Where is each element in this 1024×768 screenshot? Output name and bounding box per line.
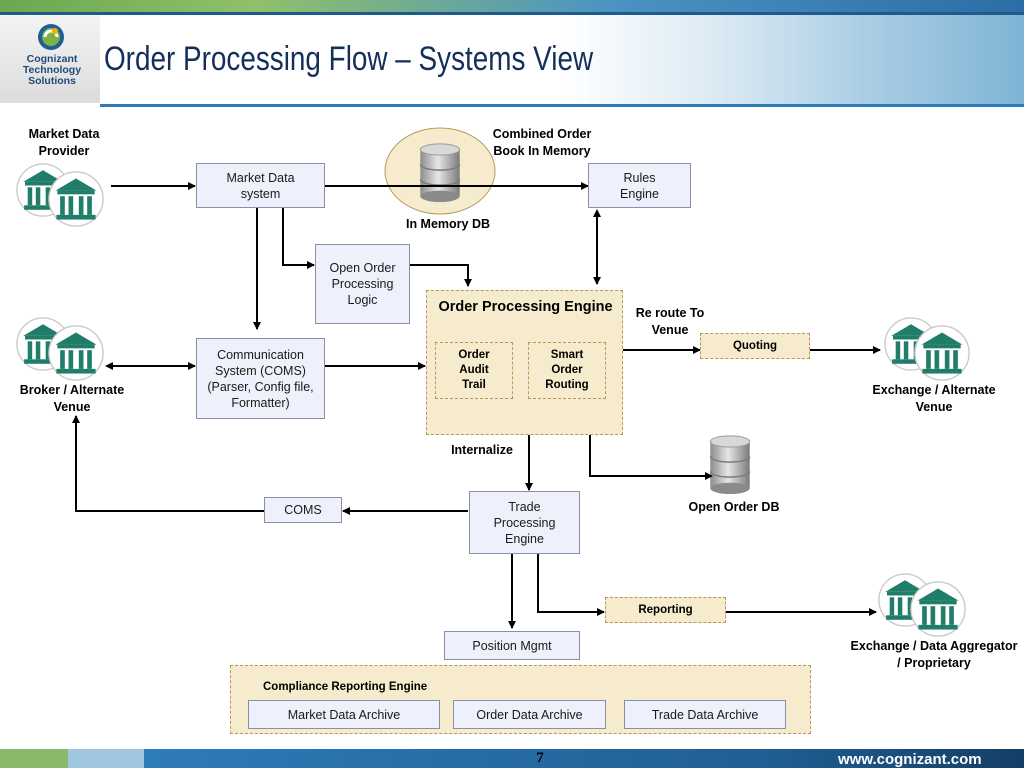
arrow-open-order-to-ope [410, 264, 472, 287]
position-mgmt-box: Position Mgmt [444, 631, 580, 660]
coms-short-box: COMS [264, 497, 342, 523]
rules-engine-box: Rules Engine [588, 163, 691, 208]
order-data-archive-label: Order Data Archive [476, 707, 583, 722]
order-audit-trail-label: Order Audit Trail [458, 349, 490, 391]
slide-title: Order Processing Flow – Systems View [104, 40, 594, 78]
footer-accent-green [0, 749, 68, 768]
trade-data-archive-label: Trade Data Archive [651, 707, 759, 722]
position-mgmt-label: Position Mgmt [472, 638, 552, 653]
footer-url: www.cognizant.com [838, 751, 982, 768]
quoting-label: Quoting [732, 339, 778, 352]
order-data-archive-box: Order Data Archive [453, 700, 606, 729]
bank-building-icon [914, 325, 970, 381]
header-top-rule [0, 12, 1024, 15]
arrow-coms-to-broker [72, 415, 264, 512]
logo-line: Technology [22, 64, 82, 76]
page-number: 7 [536, 750, 544, 766]
trade-processing-engine-label: Trade Processing Engine [493, 499, 556, 546]
exchange-venue-label: Exchange / Alternate Venue [872, 383, 996, 414]
reporting-box: Reporting [605, 597, 726, 623]
footer-bar [144, 749, 1024, 768]
coms-label: Communication System (COMS) (Parser, Con… [207, 347, 314, 410]
reroute-label: Re route To Venue [635, 306, 705, 337]
header-top-strip [0, 0, 1024, 12]
trade-processing-engine-box: Trade Processing Engine [469, 491, 580, 554]
bank-building-icon [910, 581, 966, 637]
quoting-box: Quoting [700, 333, 810, 359]
in-memory-db-icon [419, 143, 461, 202]
smart-order-routing-box: Smart Order Routing [528, 342, 606, 399]
combined-order-book-label: Combined Order Book In Memory [492, 127, 592, 158]
logo-text: Cognizant Technology Solutions [8, 54, 96, 87]
market-data-archive-box: Market Data Archive [248, 700, 440, 729]
rules-engine-label: Rules Engine [620, 170, 659, 201]
market-data-system-label: Market Data system [226, 170, 295, 201]
footer-accent-blue [68, 749, 144, 768]
logo-line: Solutions [28, 75, 76, 87]
header-divider [100, 104, 1024, 107]
open-order-logic-label: Open Order Processing Logic [329, 261, 396, 307]
trade-data-archive-box: Trade Data Archive [624, 700, 786, 729]
open-order-logic-box: Open Order Processing Logic [315, 244, 410, 324]
arrow-ope-open-order-db [586, 419, 713, 480]
smart-order-routing-label: Smart Order Routing [545, 349, 589, 391]
reporting-label: Reporting [638, 603, 693, 616]
arrow-mds-to-open-order [282, 208, 315, 269]
coms-box: Communication System (COMS) (Parser, Con… [196, 338, 325, 419]
arrow-tpe-to-reporting [537, 554, 605, 616]
open-order-db-icon [709, 435, 751, 494]
open-order-db-label: Open Order DB [688, 500, 780, 514]
market-data-provider-label: Market Data Provider [28, 127, 100, 158]
internalize-label: Internalize [451, 443, 513, 457]
broker-venue-label: Broker / Alternate Venue [19, 383, 125, 414]
market-data-archive-label: Market Data Archive [287, 707, 401, 722]
compliance-engine-box: Compliance Reporting Engine Market Data … [230, 665, 811, 734]
coms-short-label: COMS [284, 503, 322, 517]
bank-building-icon [48, 325, 104, 381]
bank-building-icon [48, 171, 104, 227]
globe-logo-icon [38, 24, 64, 50]
header-banner [0, 0, 1024, 106]
order-processing-engine-box: Order Processing Engine Order Audit Trai… [426, 290, 623, 435]
compliance-engine-label: Compliance Reporting Engine [263, 681, 428, 693]
in-memory-db-label: In Memory DB [405, 217, 491, 231]
logo-line: Cognizant [26, 53, 78, 65]
exchange-aggregator-label: Exchange / Data Aggregator / Proprietary [850, 639, 1018, 670]
order-processing-engine-label: Order Processing Engine [438, 299, 613, 315]
order-audit-trail-box: Order Audit Trail [435, 342, 513, 399]
market-data-system-box: Market Data system [196, 163, 325, 208]
